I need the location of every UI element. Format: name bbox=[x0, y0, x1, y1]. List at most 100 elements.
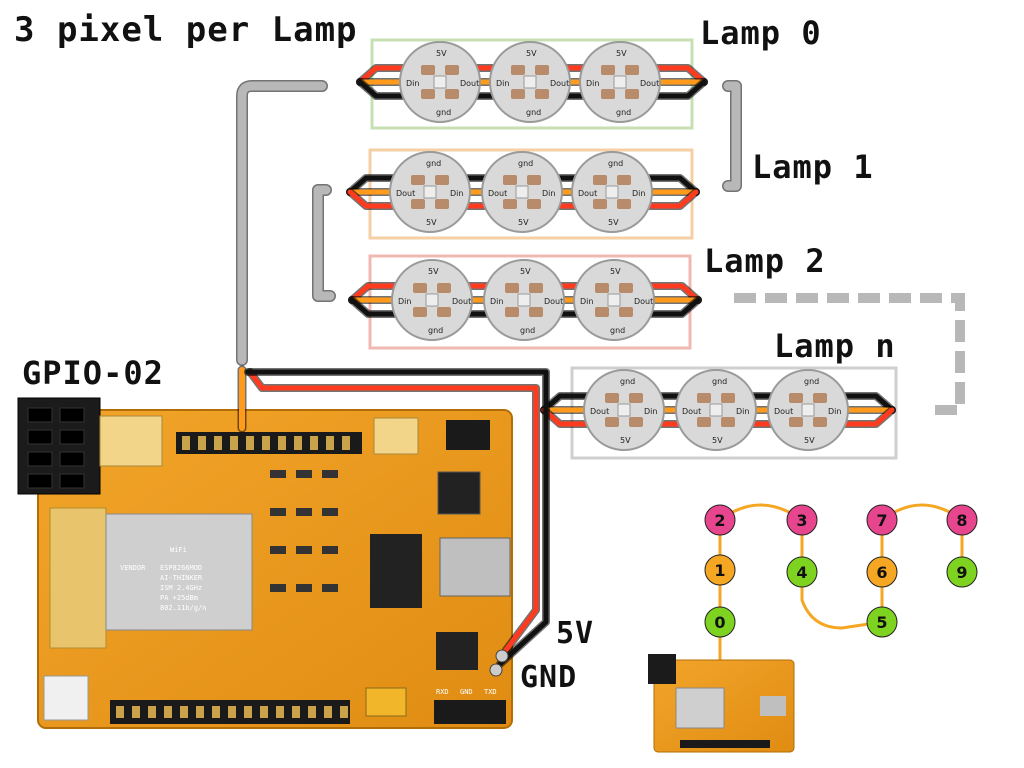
order-node-8 bbox=[946, 504, 978, 536]
wifi-logo: WiFi bbox=[170, 546, 187, 554]
pin-label-left: Dout bbox=[488, 189, 507, 198]
neopixel-pad bbox=[605, 393, 619, 403]
order-node-2 bbox=[704, 504, 736, 536]
neopixel-pad bbox=[595, 283, 609, 293]
pin-label-left: Din bbox=[398, 297, 411, 306]
smd-resistor bbox=[322, 508, 338, 516]
module-text: 802.11b/g/n bbox=[160, 604, 206, 612]
pin-label-right: Din bbox=[542, 189, 555, 198]
pin-label-right: Dout bbox=[634, 297, 653, 306]
neopixel-pad bbox=[625, 65, 639, 75]
neopixel-pad bbox=[505, 283, 519, 293]
order-node-number: 8 bbox=[956, 511, 967, 530]
smd-resistor bbox=[296, 508, 312, 516]
pin-label-bottom: 5V bbox=[620, 436, 631, 445]
pin-label-right: Dout bbox=[452, 297, 471, 306]
header-pin bbox=[230, 436, 238, 450]
mini-header bbox=[680, 740, 770, 748]
lamp-1-label: Lamp 1 bbox=[752, 148, 874, 186]
header-pin bbox=[342, 436, 350, 450]
neopixel-pad bbox=[503, 175, 517, 185]
order-node-7 bbox=[866, 504, 898, 536]
neopixel-chip bbox=[515, 185, 529, 199]
neopixel-pad bbox=[721, 393, 735, 403]
serial-pin-label: GND bbox=[460, 688, 473, 696]
header-pin bbox=[278, 436, 286, 450]
header-pin bbox=[262, 436, 270, 450]
ic-chip bbox=[370, 534, 422, 608]
pin-label-right: Din bbox=[450, 189, 463, 198]
pin-label-top: gnd bbox=[426, 159, 441, 168]
antenna-trace bbox=[49, 507, 107, 649]
neopixel-pad bbox=[601, 65, 615, 75]
order-node-number: 9 bbox=[956, 563, 967, 582]
pin-label-bottom: gnd bbox=[526, 108, 541, 117]
smd-resistor bbox=[270, 508, 286, 516]
pin-label-top: gnd bbox=[608, 159, 623, 168]
header-pin bbox=[180, 706, 188, 718]
pin-label-top: 5V bbox=[526, 49, 537, 58]
pin-label-top: 5V bbox=[520, 267, 531, 276]
dip-switch bbox=[437, 471, 481, 515]
order-node-6 bbox=[866, 556, 898, 588]
vendor-text: VENDOR bbox=[120, 564, 146, 572]
order-node-number: 2 bbox=[714, 511, 725, 530]
socket-hole bbox=[27, 407, 53, 423]
neopixel-pad bbox=[505, 307, 519, 317]
pcb bbox=[37, 409, 513, 729]
capacitor bbox=[365, 687, 407, 717]
regulator bbox=[436, 632, 478, 670]
pin-label-bottom: 5V bbox=[426, 218, 437, 227]
lamp-0-label: Lamp 0 bbox=[700, 14, 822, 52]
smd-resistor bbox=[296, 584, 312, 592]
order-node-number: 6 bbox=[876, 563, 887, 582]
pin-label-left: Dout bbox=[774, 407, 793, 416]
header-pin bbox=[340, 706, 348, 718]
socket-hole bbox=[59, 429, 85, 445]
neopixel-pad bbox=[789, 393, 803, 403]
pin-label-bottom: gnd bbox=[610, 326, 625, 335]
neopixel-chip bbox=[607, 293, 621, 307]
neopixel-pad bbox=[503, 199, 517, 209]
serial-header bbox=[434, 700, 506, 724]
order-node-9 bbox=[946, 556, 978, 588]
socket-hole bbox=[27, 473, 53, 489]
header-pin bbox=[214, 436, 222, 450]
order-node-4 bbox=[786, 556, 818, 588]
neopixel-pad bbox=[697, 393, 711, 403]
neopixel-pad bbox=[617, 175, 631, 185]
neopixel-chip bbox=[605, 185, 619, 199]
pin-label-right: Dout bbox=[544, 297, 563, 306]
order-node-number: 1 bbox=[714, 561, 725, 580]
module-text: PA +25dBm bbox=[160, 594, 198, 602]
gpio-label: GPIO-02 bbox=[22, 354, 164, 392]
pin-label-right: Din bbox=[632, 189, 645, 198]
pin-label-left: Din bbox=[580, 297, 593, 306]
neopixel-pad bbox=[529, 283, 543, 293]
usb-connector bbox=[439, 537, 511, 597]
neopixel-pad bbox=[535, 89, 549, 99]
order-node-number: 4 bbox=[796, 563, 807, 582]
link-lamp2-to-lampn bbox=[734, 293, 965, 415]
neopixel-pad bbox=[445, 65, 459, 75]
pin-label-left: Din bbox=[586, 79, 599, 88]
neopixel-pad bbox=[593, 175, 607, 185]
pin-label-top: 5V bbox=[610, 267, 621, 276]
neopixel-chip bbox=[423, 185, 437, 199]
order-node-3 bbox=[786, 504, 818, 536]
link-gpio-to-lamp0 bbox=[237, 81, 327, 365]
pin-label-right: Din bbox=[828, 407, 841, 416]
header-pin bbox=[212, 706, 220, 718]
terminal-5v bbox=[495, 649, 509, 663]
pin-label-bottom: 5V bbox=[712, 436, 723, 445]
order-node-number: 5 bbox=[876, 613, 887, 632]
header-pin bbox=[308, 706, 316, 718]
esp-module bbox=[105, 513, 253, 631]
